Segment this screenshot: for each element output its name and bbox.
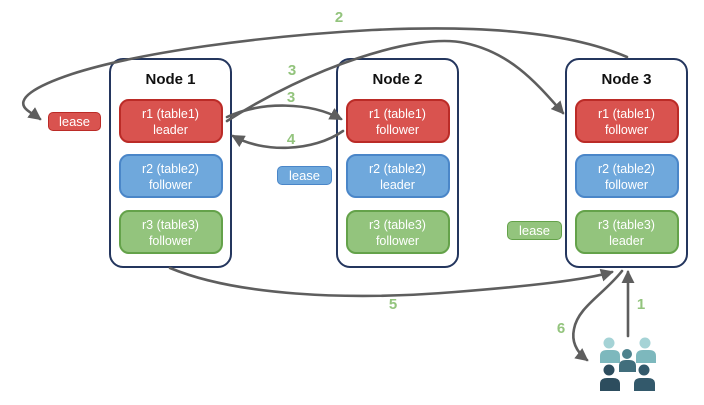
node-3-title: Node 3 <box>601 71 652 88</box>
replica-name: r2 (table2) <box>142 162 199 176</box>
step-label-4: 4 <box>286 131 296 148</box>
arrow-3-short <box>225 104 343 121</box>
node-2-title: Node 2 <box>372 71 423 88</box>
replica-role: follower <box>148 178 193 192</box>
node-2-replica-r2: r2 (table2) leader <box>345 154 450 198</box>
step-label-5: 5 <box>388 296 398 313</box>
step-label-3a: 3 <box>287 62 297 79</box>
step-label-3b: 3 <box>286 89 296 106</box>
step-label-2: 2 <box>334 9 344 26</box>
node-3-replica-r2: r2 (table2) follower <box>574 154 679 198</box>
lease-badge-green: lease <box>507 221 562 240</box>
node-3-replica-r1: r1 (table1) follower <box>574 99 679 143</box>
replica-name: r3 (table3) <box>142 218 199 232</box>
users-icon <box>600 337 656 391</box>
node-1-replica-r2: r2 (table2) follower <box>118 154 223 198</box>
node-2-replica-r1: r1 (table1) follower <box>345 99 450 143</box>
step-label-1: 1 <box>636 296 646 313</box>
replica-role: follower <box>375 234 420 248</box>
replica-role: leader <box>609 234 644 248</box>
arrow-6 <box>572 269 624 362</box>
node-1-replica-r1: r1 (table1) leader <box>118 99 223 143</box>
arrow-5 <box>168 266 614 298</box>
replica-role: follower <box>604 123 649 137</box>
lease-badge-blue: lease <box>277 166 332 185</box>
replica-name: r1 (table1) <box>598 107 655 121</box>
step-label-6: 6 <box>556 320 566 337</box>
replica-role: leader <box>153 123 188 137</box>
replica-name: r3 (table3) <box>369 218 426 232</box>
node-1-title: Node 1 <box>145 71 196 88</box>
replica-name: r1 (table1) <box>369 107 426 121</box>
replica-role: follower <box>375 123 420 137</box>
replica-role: follower <box>604 178 649 192</box>
replica-name: r2 (table2) <box>598 162 655 176</box>
replica-role: leader <box>380 178 415 192</box>
node-3-replica-r3: r3 (table3) leader <box>574 210 679 254</box>
node-1-replica-r3: r3 (table3) follower <box>118 210 223 254</box>
node-2: Node 2 r1 (table1) follower r2 (table2) … <box>336 58 459 268</box>
lease-badge-red: lease <box>48 112 101 131</box>
replica-role: follower <box>148 234 193 248</box>
replica-name: r2 (table2) <box>369 162 426 176</box>
replica-name: r3 (table3) <box>598 218 655 232</box>
node-2-replica-r3: r3 (table3) follower <box>345 210 450 254</box>
replica-name: r1 (table1) <box>142 107 199 121</box>
node-1: Node 1 r1 (table1) leader r2 (table2) fo… <box>109 58 232 268</box>
node-3: Node 3 r1 (table1) follower r2 (table2) … <box>565 58 688 268</box>
